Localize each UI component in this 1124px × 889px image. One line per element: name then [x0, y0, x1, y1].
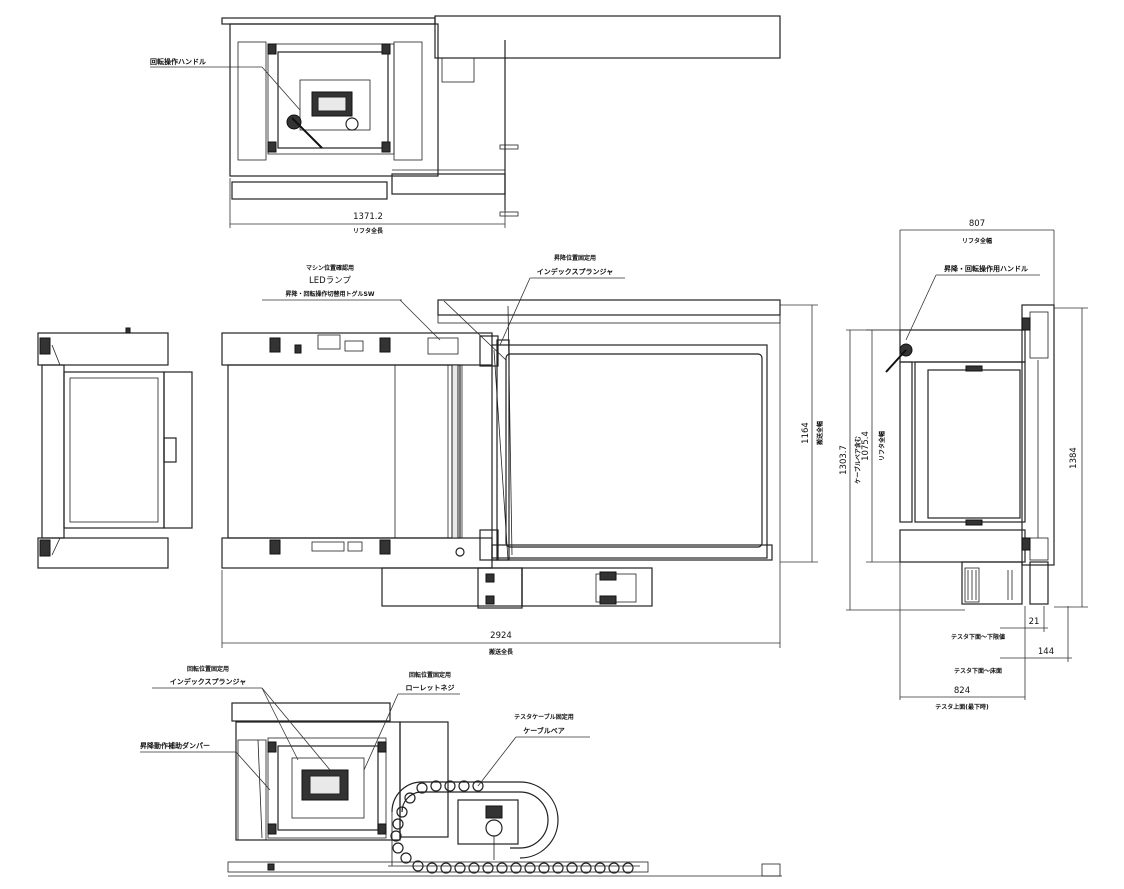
dim-1371-caption: リフタ全長 [353, 227, 384, 235]
dim-824-caption: テスタ上面(最下時) [935, 703, 989, 711]
dim-1075-caption: リフタ全幅 [878, 431, 886, 461]
label-right-handle: 昇降・回転操作用ハンドル [944, 264, 1028, 273]
label-bottom-damper: 昇降動作補助ダンパー [140, 741, 210, 750]
dim-1384-value: 1384 [1069, 447, 1079, 469]
label-bottom-knurl-line1: 回転位置固定用 [409, 671, 451, 679]
dim-807-caption: リフタ全幅 [962, 237, 992, 245]
cable-carrier [390, 780, 634, 874]
label-bottom-index-line2: インデックスプランジャ [170, 677, 246, 686]
dim-824-value: 824 [954, 686, 970, 696]
dim-2924-value: 2924 [490, 631, 512, 641]
label-bottom-cable-line1: テスタケーブル固定用 [514, 713, 574, 721]
label-sensor-line1: マシン位置確認用 [306, 264, 354, 272]
left-end-view [37, 327, 193, 569]
dim-1075-value: 1075.4 [861, 431, 871, 461]
dim-144-value: 144 [1038, 647, 1054, 657]
dim-21-caption: テスタ下面～下限値 [951, 633, 1005, 641]
label-sensor-line2: LEDランプ [309, 276, 351, 286]
dim-1303-value: 1303.7 [839, 445, 849, 475]
top-view: 1371.2 リフタ全長 回転操作ハンドル [150, 15, 781, 235]
label-bottom-knurl-line2: ローレットネジ [406, 684, 455, 692]
label-sensor-line3: 昇降・回転操作切替用トグルSW [286, 290, 375, 298]
dim-144-caption: テスタ下面～床面 [954, 667, 1002, 675]
dim-2924-caption: 搬送全長 [489, 648, 514, 656]
dim-1371-value: 1371.2 [353, 212, 383, 222]
main-side-view: 2924 搬送全長 1164 搬送全幅 マシン位置確認用 LEDランプ 昇降・回… [221, 254, 824, 656]
label-bottom-cable-line2: ケーブルベア [523, 726, 565, 735]
label-top-handle: 回転操作ハンドル [150, 57, 206, 66]
dim-807-value: 807 [969, 219, 985, 229]
label-index-top-line2: インデックスプランジャ [537, 267, 613, 276]
label-bottom-index-line1: 回転位置固定用 [187, 665, 229, 673]
bottom-view: 回転位置固定用 インデックスプランジャ 回転位置固定用 ローレットネジ 昇降動作… [140, 665, 782, 877]
dim-21-value: 21 [1029, 617, 1040, 627]
dim-1164-caption: 搬送全幅 [816, 421, 824, 445]
dim-1303-caption: ケーブルベア含む [854, 436, 862, 484]
label-index-top-line1: 昇降位置固定用 [554, 254, 596, 262]
right-end-view: 807 リフタ全幅 1384 1075.4 リフタ全幅 1303.7 ケーブルベ… [839, 219, 1088, 711]
dim-1164-value: 1164 [801, 422, 811, 444]
